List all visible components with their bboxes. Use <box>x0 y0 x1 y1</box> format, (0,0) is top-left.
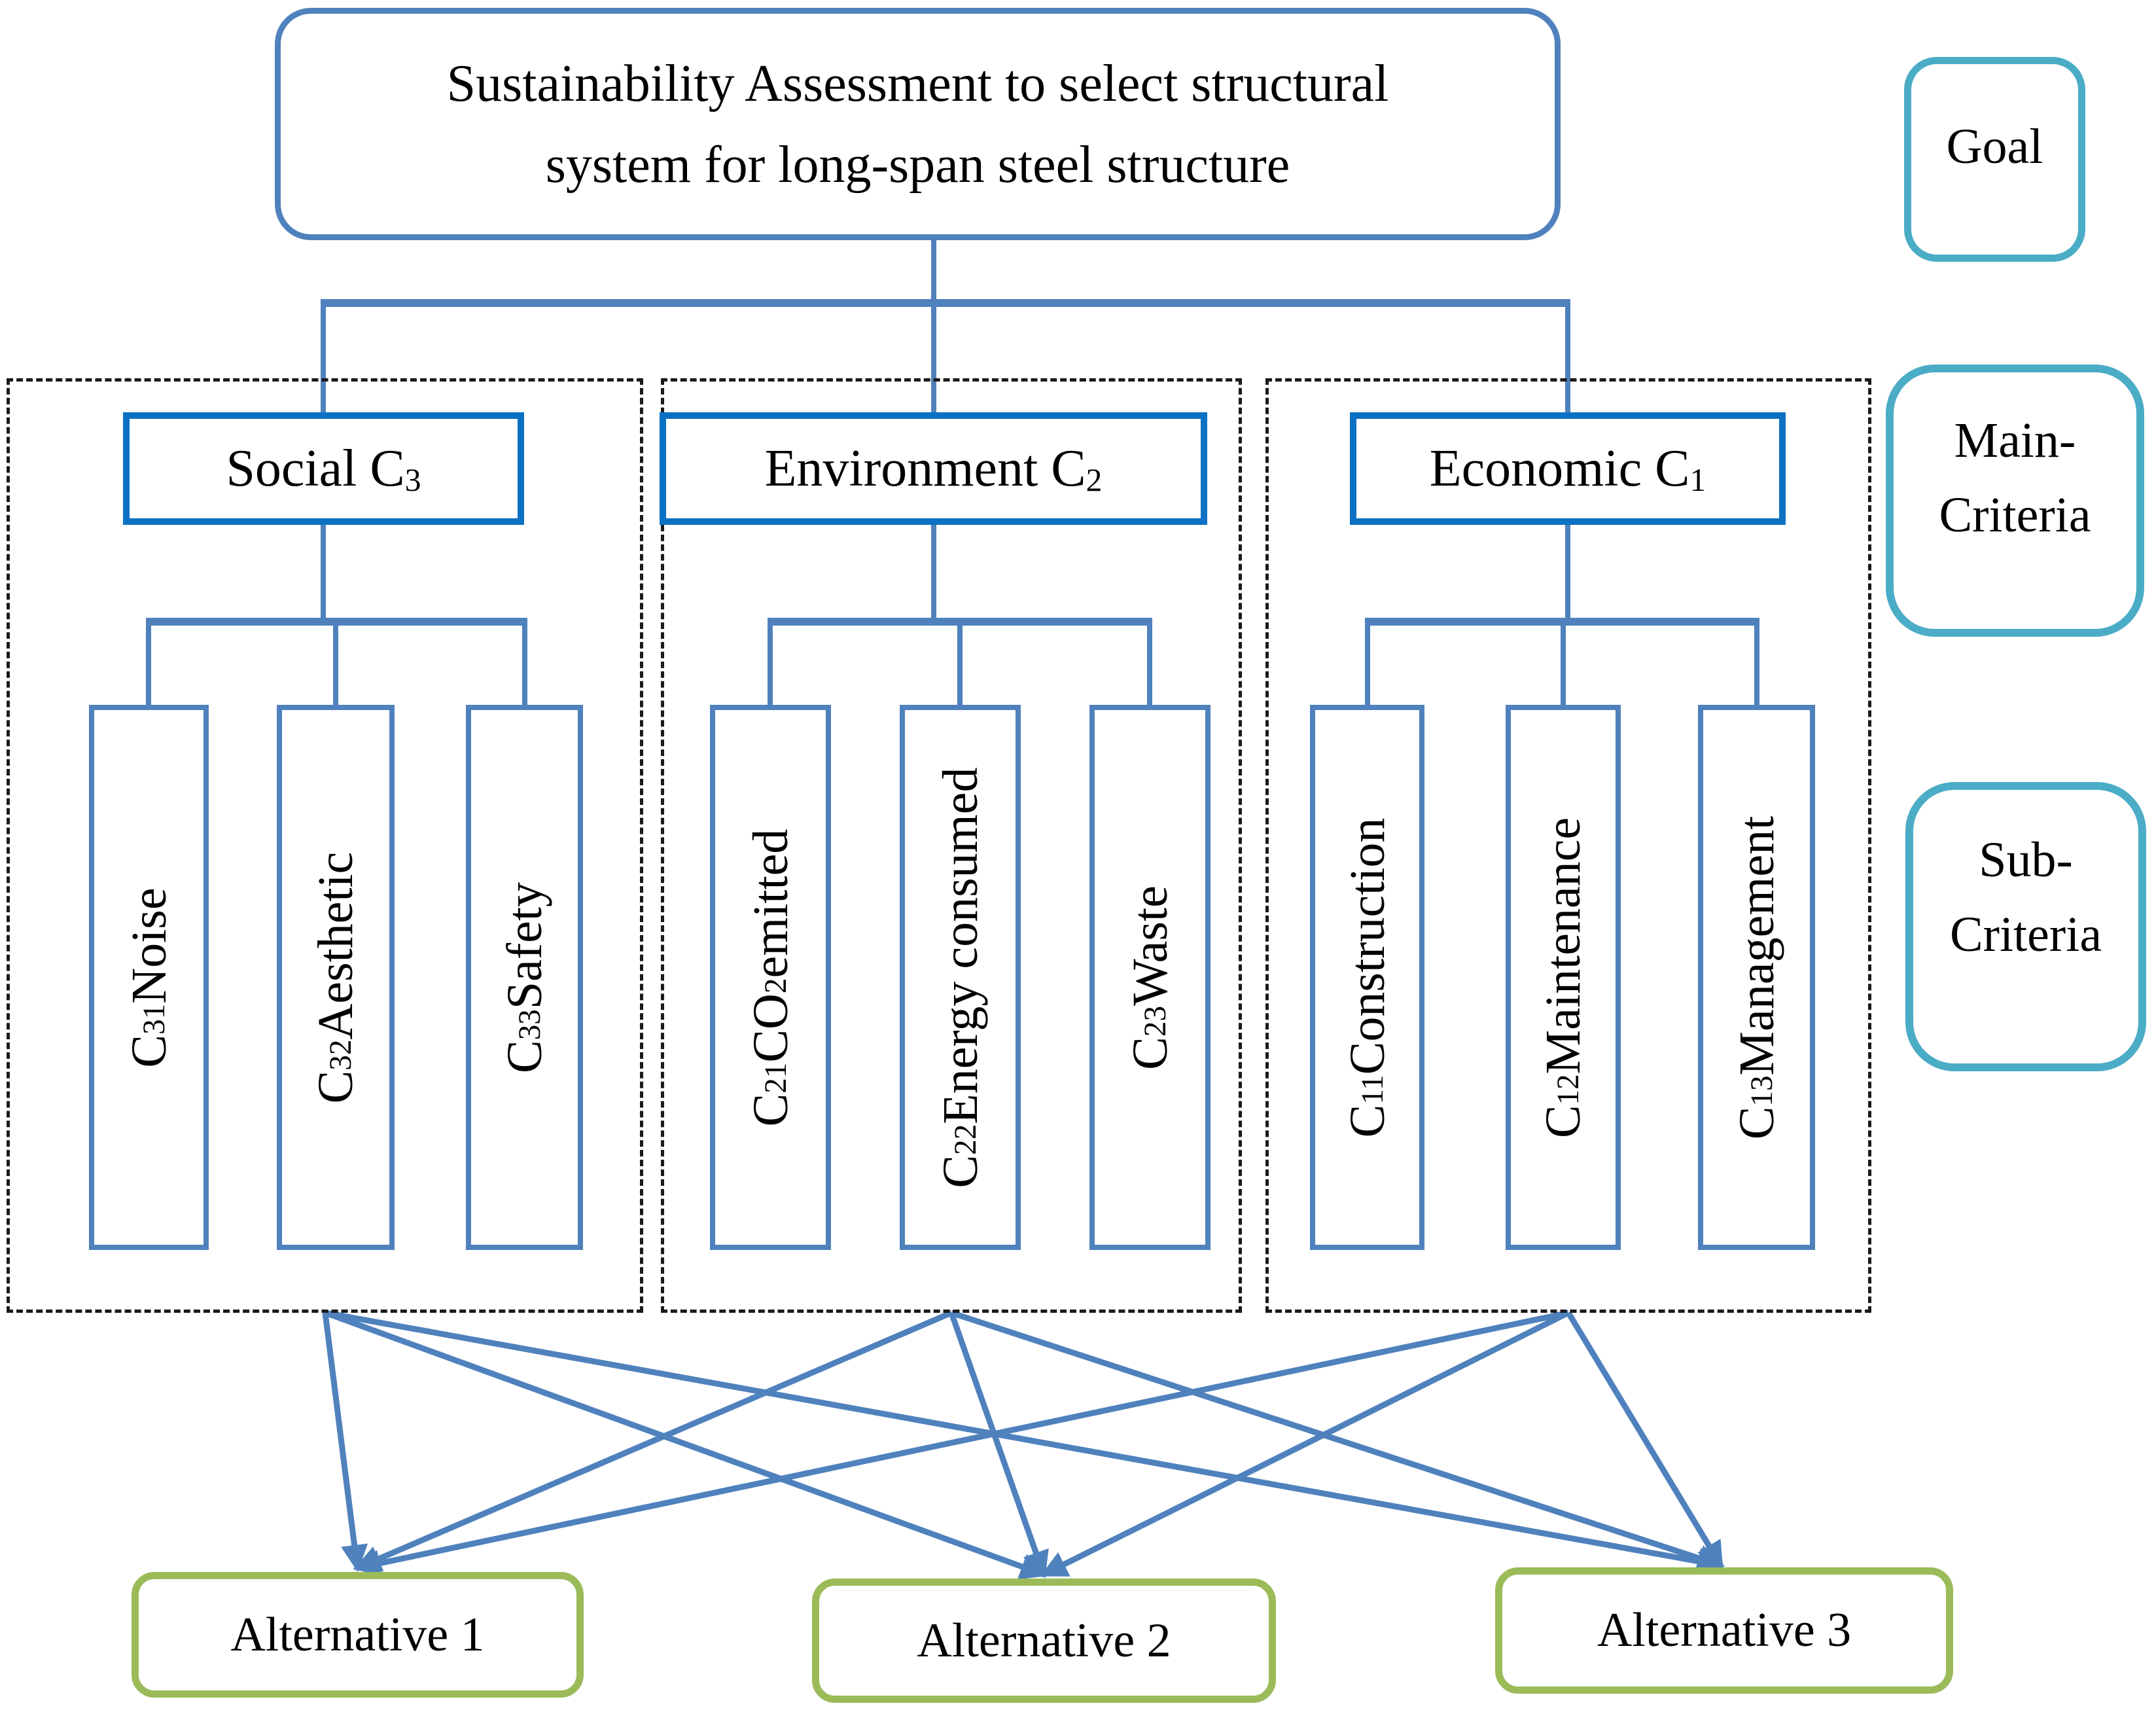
criteria-label-economic: Economic C1 <box>1429 439 1706 499</box>
legend-goal-box: Goal <box>1904 57 2085 262</box>
line-social-alt1 <box>322 1312 368 1573</box>
alternative-label-2: Alternative 2 <box>917 1613 1171 1667</box>
criteria-box-social: Social C3 <box>123 412 524 525</box>
title-line-1: Sustainability Assessment to select stru… <box>446 54 1389 113</box>
criteria-group-social <box>7 378 643 1313</box>
social-subcriteria-bracket <box>146 524 527 708</box>
line-environment-alt2 <box>948 1311 1049 1578</box>
legend-sub-criteria-box: Sub- Criteria <box>1905 782 2146 1071</box>
environment-subcriteria-bracket <box>768 524 1152 708</box>
legend-main-criteria-line-2: Criteria <box>1939 488 2091 543</box>
legend-sub-criteria-line-1: Sub- <box>1979 832 2073 887</box>
alternative-label-3: Alternative 3 <box>1597 1603 1852 1657</box>
alternative-box-2: Alternative 2 <box>812 1578 1276 1703</box>
line-economic-alt3 <box>1566 1311 1723 1569</box>
criteria-group-economic <box>1265 378 1871 1313</box>
legend-goal-label: Goal <box>1946 118 2043 174</box>
alternative-box-1: Alternative 1 <box>132 1572 584 1698</box>
legend-main-criteria-box: Main- Criteria <box>1886 365 2144 637</box>
goal-statement-box: Sustainability Assessment to select stru… <box>275 8 1561 240</box>
line-economic-alt2 <box>1040 1310 1570 1578</box>
line-environment-alt3 <box>950 1310 1725 1571</box>
goal-to-criteria-connectors <box>321 240 1570 416</box>
title-line-2: system for long-span steel structure <box>545 135 1290 194</box>
line-social-alt3 <box>325 1310 1725 1575</box>
criteria-box-economic: Economic C1 <box>1350 412 1786 525</box>
goal-statement-text: Sustainability Assessment to select stru… <box>447 43 1389 205</box>
criteria-box-environment: Environment C2 <box>660 412 1207 525</box>
criteria-to-alternative-lines <box>322 1310 1725 1580</box>
legend-sub-criteria-line-2: Criteria <box>1949 907 2102 962</box>
criteria-label-environment: Environment C2 <box>764 439 1103 499</box>
line-economic-alt1 <box>353 1310 1569 1577</box>
criteria-label-social: Social C3 <box>226 439 421 499</box>
criteria-group-environment <box>661 378 1242 1313</box>
line-social-alt2 <box>324 1310 1048 1580</box>
legend-main-criteria-line-1: Main- <box>1954 413 2076 468</box>
line-environment-alt1 <box>353 1310 953 1572</box>
alternative-label-1: Alternative 1 <box>230 1607 485 1662</box>
economic-subcriteria-bracket <box>1365 524 1759 708</box>
alternative-box-3: Alternative 3 <box>1495 1567 1953 1694</box>
